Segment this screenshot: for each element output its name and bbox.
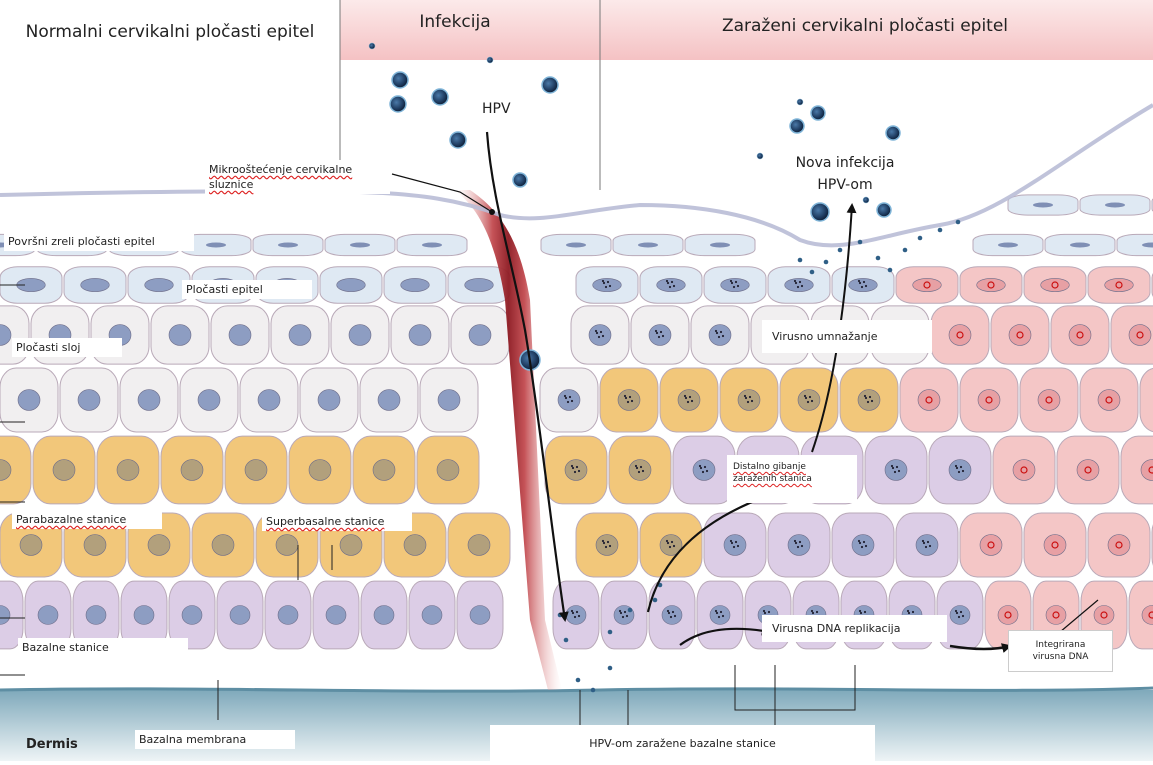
surface-epithelium-label: Površni zreli pločasti epitel bbox=[4, 232, 194, 251]
infected-epithelium-title: Zaraženi cervikalni pločasti epitel bbox=[715, 12, 1015, 40]
viral-dna-replication-label: Virusna DNA replikacija bbox=[762, 615, 947, 642]
distal-movement-label: Distalno gibanje zaraženih stanica bbox=[727, 455, 857, 503]
dermis-label: Dermis bbox=[22, 735, 82, 754]
integrated-dna-label: Integrirana virusna DNA bbox=[1008, 630, 1113, 672]
basal-label: Bazalne stanice bbox=[18, 638, 188, 657]
microinjury-label: Mikrooštećenje cervikalne sluznice bbox=[205, 160, 390, 194]
suprabasal-label: Superbasalne stanice bbox=[262, 512, 412, 531]
basement-membrane-label: Bazalna membrana bbox=[135, 730, 295, 749]
infection-title: Infekcija bbox=[400, 8, 510, 36]
squamous-epithelium-label: Pločasti epitel bbox=[182, 280, 312, 299]
microinjury-dot bbox=[489, 209, 495, 215]
normal-epithelium-title: Normalni cervikalni pločasti epitel bbox=[20, 18, 320, 46]
viral-multiplication-label: Virusno umnažanje bbox=[762, 320, 932, 353]
new-infection-label: Nova infekcija HPV-om bbox=[780, 150, 910, 198]
squamous-layer-label: Pločasti sloj bbox=[12, 338, 122, 357]
surface-contour bbox=[0, 105, 1153, 245]
cell-grid bbox=[0, 195, 1153, 649]
infected-basal-label: HPV-om zaražene bazalne stanice bbox=[490, 725, 875, 762]
parabasal-label: Parabazalne stanice bbox=[12, 510, 162, 529]
hpv-label: HPV bbox=[478, 100, 515, 119]
